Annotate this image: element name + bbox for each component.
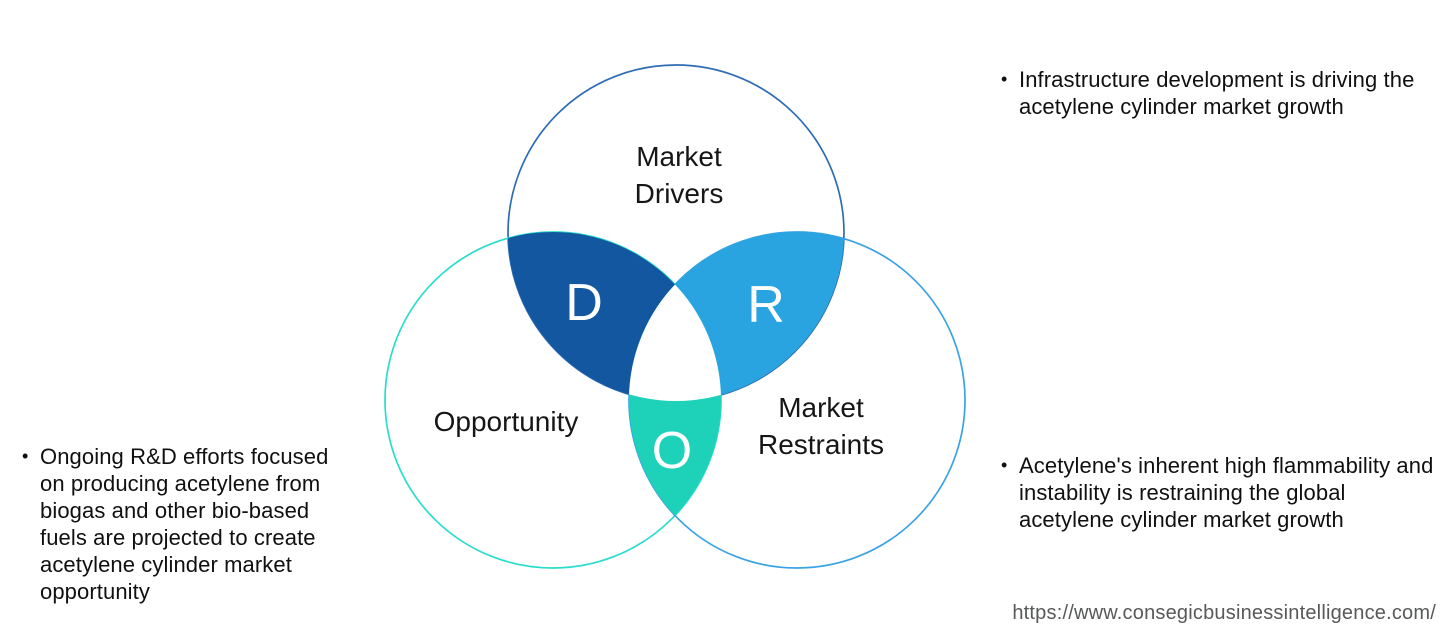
bullet-icon: • — [22, 446, 29, 466]
opportunity-label: Opportunity — [434, 406, 579, 437]
letter-o: O — [652, 422, 692, 480]
drivers-annotation: • Infrastructure development is driving … — [997, 66, 1437, 120]
opportunity-annotation-text: Ongoing R&D efforts focused on producing… — [40, 444, 329, 604]
opportunity-annotation: • Ongoing R&D efforts focused on produci… — [18, 443, 363, 605]
restraints-label-line1: Market — [778, 392, 864, 423]
restraints-annotation-text: Acetylene's inherent high flammability a… — [1019, 453, 1434, 532]
source-url: https://www.consegicbusinessintelligence… — [1012, 602, 1436, 624]
drivers-label: Market Drivers — [635, 141, 724, 209]
letter-d: D — [565, 274, 603, 332]
letter-r: R — [747, 276, 785, 334]
restraints-label-line2: Restraints — [758, 429, 884, 460]
restraints-label: Market Restraints — [758, 392, 884, 460]
restraints-annotation: • Acetylene's inherent high flammability… — [997, 452, 1442, 533]
drivers-label-line1: Market — [636, 141, 722, 172]
drivers-label-line2: Drivers — [635, 178, 724, 209]
bullet-icon: • — [1001, 69, 1008, 89]
bullet-icon: • — [1001, 455, 1008, 475]
drivers-annotation-text: Infrastructure development is driving th… — [1019, 67, 1415, 119]
